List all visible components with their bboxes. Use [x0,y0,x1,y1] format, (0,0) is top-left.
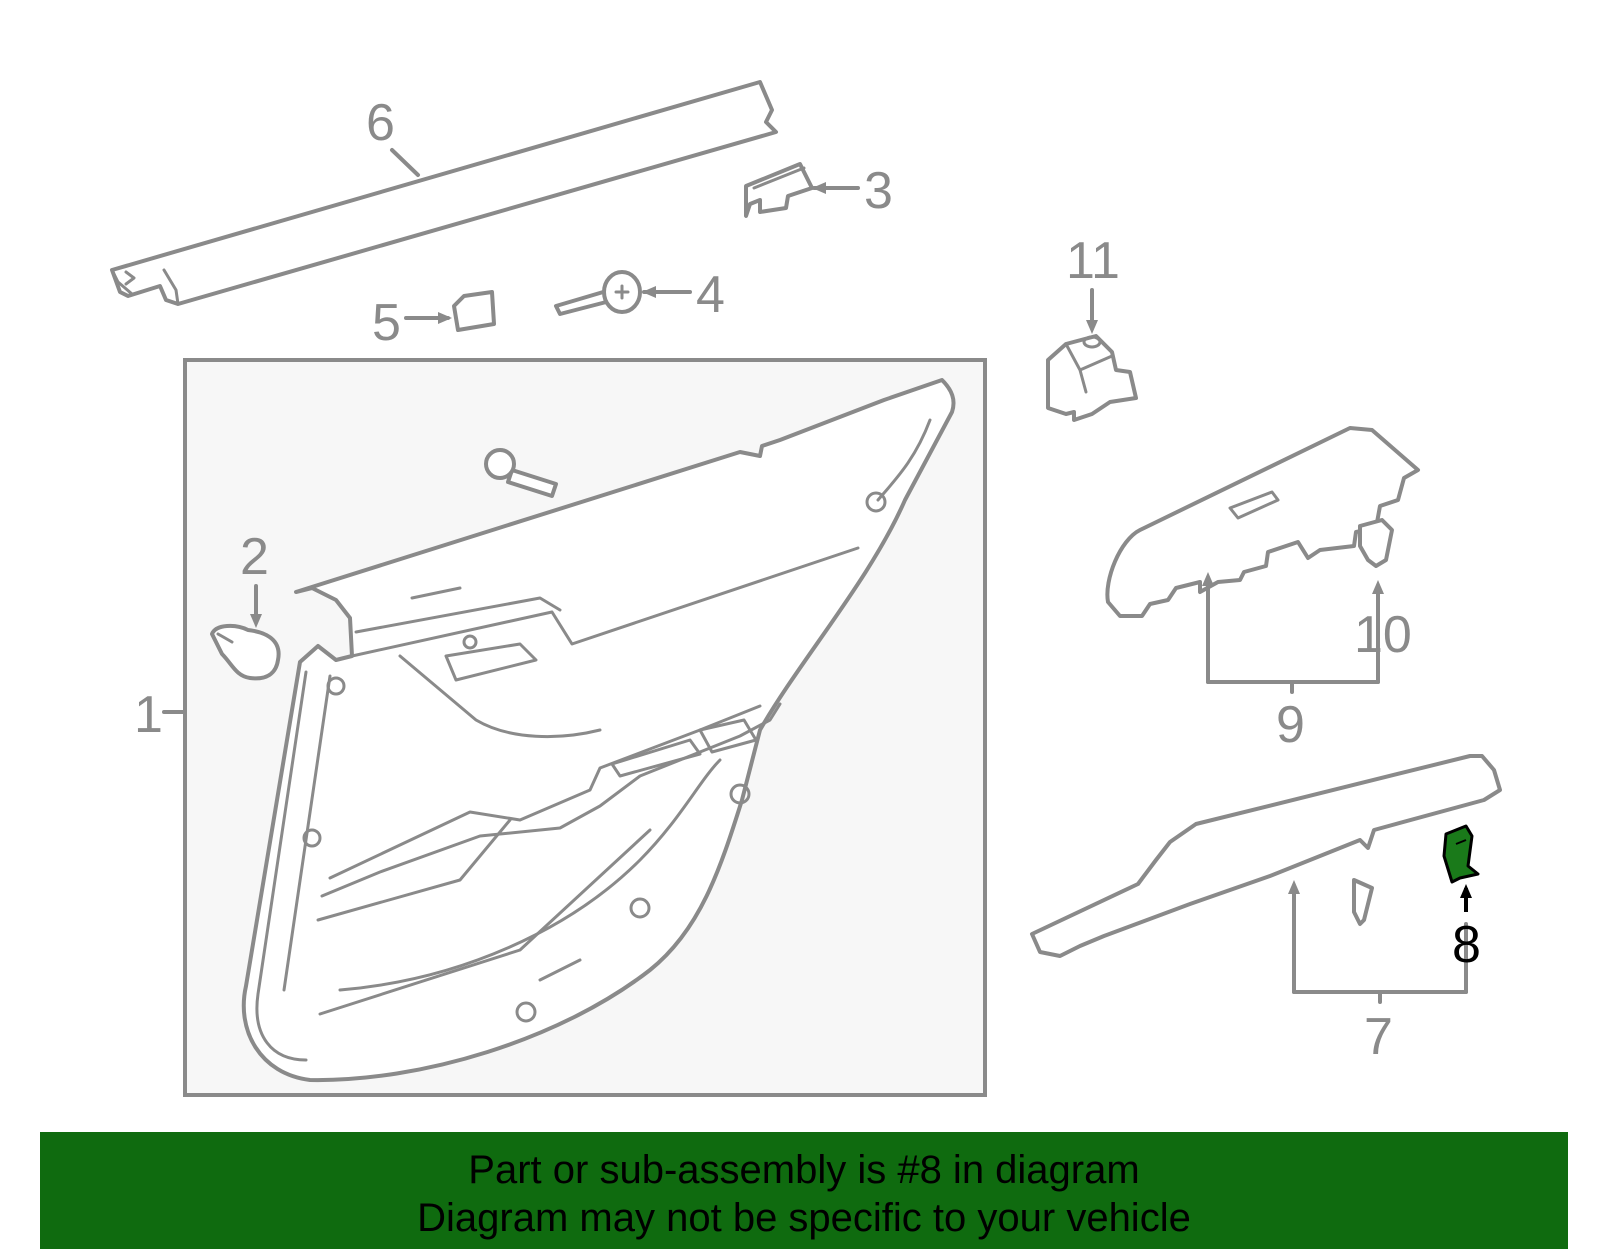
arrow-10 [1372,580,1384,594]
part-11-switch[interactable] [1046,334,1138,422]
callout-11: 11 [1066,232,1120,290]
arrow-3 [812,182,826,194]
callout-3: 3 [864,162,893,220]
arrow-11 [1086,320,1098,334]
callout-5: 5 [372,294,401,352]
part-10-clip[interactable] [1358,518,1394,568]
part-7-armrest[interactable] [1030,754,1502,958]
arrow-8 [1460,884,1472,898]
callout-1: 1 [134,686,163,744]
arrow-4 [642,286,656,298]
part-6-belt-molding[interactable] [110,80,778,306]
callout-9: 9 [1276,696,1305,754]
part-8-clip-highlighted[interactable] [1442,824,1480,884]
part-5-clip[interactable] [452,290,496,332]
banner-line-1: Part or sub-assembly is #8 in diagram [468,1148,1140,1192]
part-1-bolt [484,448,558,498]
banner-line-2: Diagram may not be specific to your vehi… [417,1196,1191,1240]
arrow-2 [250,614,262,628]
arrow-7 [1288,880,1300,894]
callout-6: 6 [366,94,395,152]
callout-4: 4 [696,266,725,324]
part-4-screw[interactable] [554,270,642,316]
info-banner: Part or sub-assembly is #8 in diagram Di… [40,1132,1568,1249]
part-2-grommet[interactable] [210,623,281,681]
callout-7: 7 [1364,1008,1393,1066]
callout-2: 2 [240,528,269,586]
part-3-clip[interactable] [744,162,814,218]
arrow-9 [1202,572,1214,586]
part-9-switch-base[interactable] [1105,426,1420,618]
part-1-door-trim-panel[interactable] [241,378,956,1083]
callout-10: 10 [1354,606,1412,664]
callout-8: 8 [1452,916,1481,974]
arrow-5 [438,312,452,324]
leader-6 [390,148,420,177]
